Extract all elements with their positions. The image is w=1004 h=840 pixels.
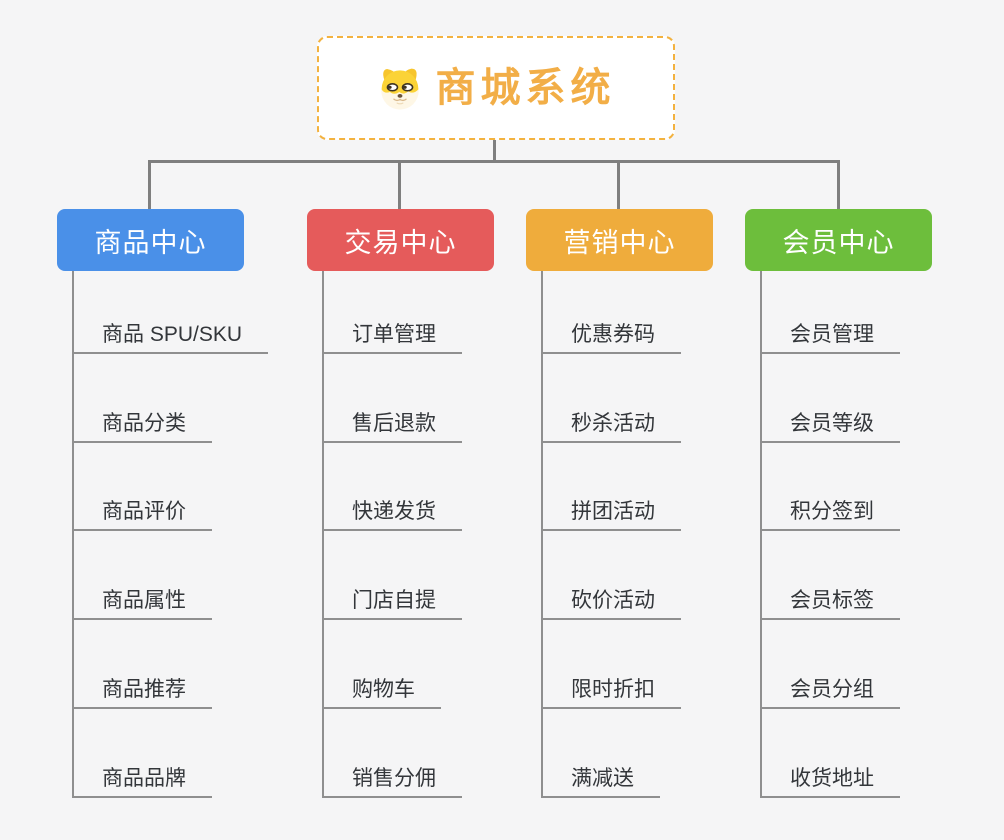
branch-drop-line [148,160,151,210]
child-item[interactable]: 商品分类 [72,411,212,443]
child-item[interactable]: 商品评价 [72,499,212,531]
child-item[interactable]: 门店自提 [322,588,462,620]
child-item[interactable]: 会员管理 [760,322,900,354]
root-title: 商城系统 [435,66,616,110]
child-item[interactable]: 积分签到 [760,499,900,531]
child-item[interactable]: 会员标签 [760,588,900,620]
branch-drop-line [617,160,620,210]
root-connector-line [493,139,496,161]
branch-drop-line [837,160,840,210]
child-item[interactable]: 购物车 [322,677,441,709]
doge-icon [380,68,419,110]
child-item[interactable]: 快递发货 [322,499,462,531]
branch-trunk-line [72,271,74,798]
branch-column-trade-center: 交易中心 订单管理 售后退款 快递发货 门店自提 购物车 销售分佣 [307,209,557,829]
child-item[interactable]: 商品推荐 [72,677,212,709]
child-item[interactable]: 砍价活动 [541,588,681,620]
child-item[interactable]: 限时折扣 [541,677,681,709]
branches-horizontal-line [148,160,840,163]
branch-trunk-line [541,271,543,798]
child-item[interactable]: 会员等级 [760,411,900,443]
child-item[interactable]: 会员分组 [760,677,900,709]
root-node-mall-system[interactable]: 商城系统 [317,36,675,140]
child-item[interactable]: 售后退款 [322,411,462,443]
child-item[interactable]: 商品品牌 [72,766,212,798]
branch-drop-line [398,160,401,210]
child-item[interactable]: 收货地址 [760,766,900,798]
branch-column-member-center: 会员中心 会员管理 会员等级 积分签到 会员标签 会员分组 收货地址 [745,209,995,829]
branch-trunk-line [760,271,762,798]
child-item[interactable]: 优惠券码 [541,322,681,354]
child-item[interactable]: 销售分佣 [322,766,462,798]
branch-column-product-center: 商品中心 商品 SPU/SKU 商品分类 商品评价 商品属性 商品推荐 商品品牌 [57,209,307,829]
branch-header-member-center[interactable]: 会员中心 [745,209,932,271]
child-item[interactable]: 拼团活动 [541,499,681,531]
child-item[interactable]: 商品属性 [72,588,212,620]
branch-column-marketing-center: 营销中心 优惠券码 秒杀活动 拼团活动 砍价活动 限时折扣 满减送 [526,209,776,829]
branch-header-product-center[interactable]: 商品中心 [57,209,244,271]
branch-header-trade-center[interactable]: 交易中心 [307,209,494,271]
branch-trunk-line [322,271,324,798]
child-item[interactable]: 订单管理 [322,322,462,354]
child-item[interactable]: 商品 SPU/SKU [72,322,269,354]
child-item[interactable]: 秒杀活动 [541,411,681,443]
branch-header-marketing-center[interactable]: 营销中心 [526,209,713,271]
child-item[interactable]: 满减送 [541,766,660,798]
